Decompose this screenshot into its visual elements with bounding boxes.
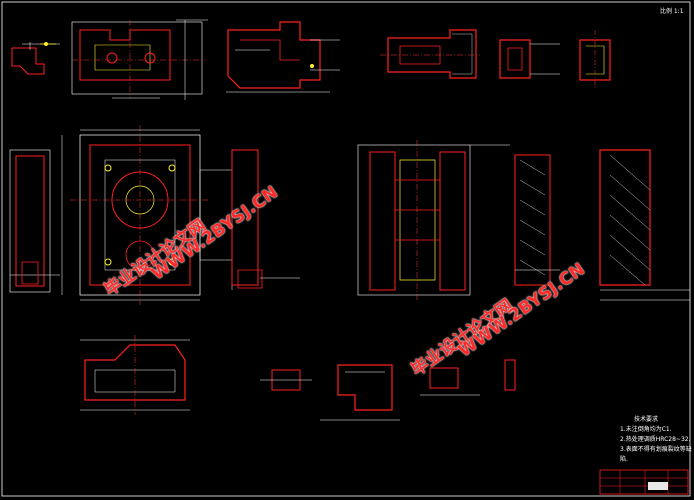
detail-view-1 <box>11 42 60 75</box>
note-line: 2.热处理调质HRC28~32. <box>620 436 691 443</box>
scale-label: 比例 1:1 <box>660 8 684 15</box>
small-detail-view-2 <box>320 364 400 421</box>
side-section-view-2 <box>380 29 480 79</box>
side-section-view-1 <box>226 21 340 93</box>
side-section-view-3 <box>499 30 611 90</box>
small-detail-view-1 <box>260 369 312 391</box>
assembly-section-view <box>357 140 510 300</box>
note-line: 3.表面不得有划痕裂纹等缺陷. <box>620 446 692 463</box>
title-block <box>599 469 689 495</box>
top-plan-view <box>71 19 208 100</box>
note-line: 1.未注倒角均为C1. <box>620 426 672 433</box>
narrow-side-view <box>231 149 300 289</box>
bottom-profile-view <box>80 335 190 415</box>
notes-title: 技术要求 <box>634 416 659 423</box>
technical-notes: 技术要求 1.未注倒角均为C1. 2.热处理调质HRC28~32. 3.表面不得… <box>620 415 694 465</box>
left-elevation-view <box>9 149 60 293</box>
hatched-section-view-2 <box>599 149 690 301</box>
title-block-logo <box>648 482 668 490</box>
small-detail-view-3 <box>420 359 516 396</box>
hatched-section-view-1 <box>514 154 560 286</box>
